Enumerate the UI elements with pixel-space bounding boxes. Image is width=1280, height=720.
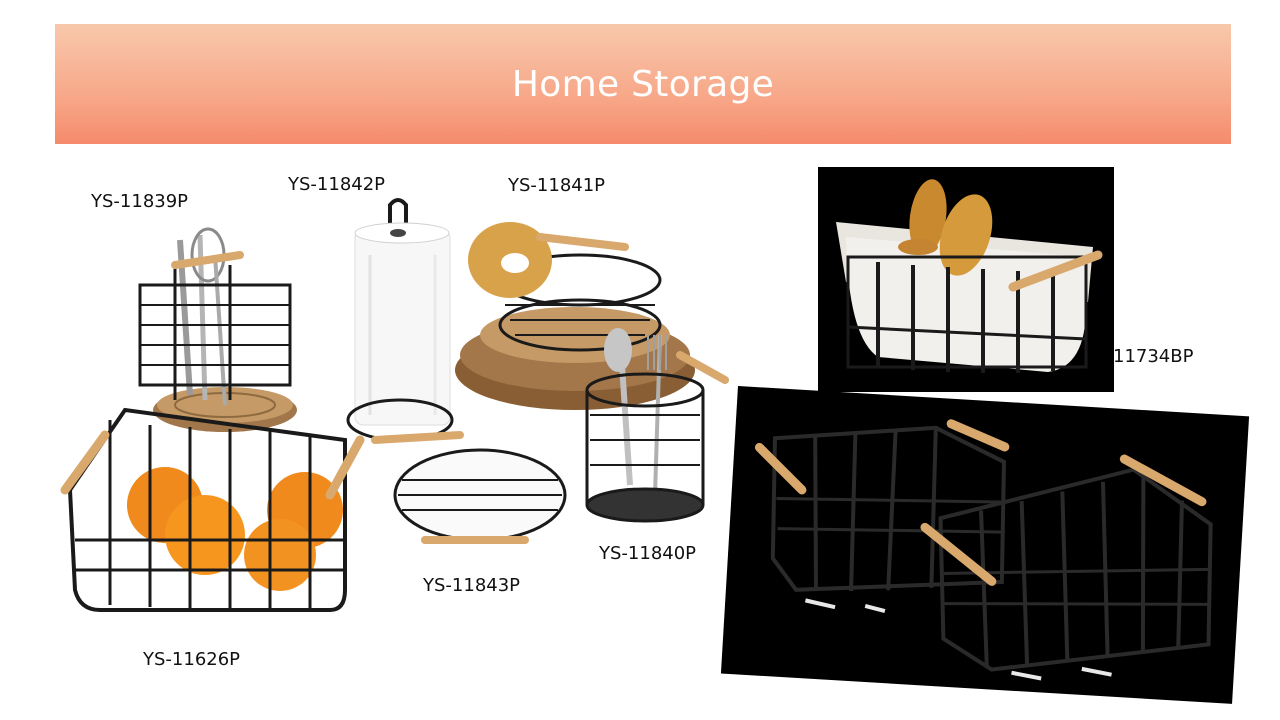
product-collage-image (60, 198, 729, 612)
label-ys-11839p: YS-11839P (91, 191, 189, 212)
cylinder-holder-image (585, 328, 729, 523)
wire-baskets-photo (720, 386, 1250, 704)
title-banner: Home Storage (55, 24, 1231, 144)
fruit-basket-image (60, 407, 365, 612)
wire-baskets-image (754, 419, 1213, 681)
label-ys-11840p: YS-11840P (599, 543, 697, 564)
label-ys-11843p: YS-11843P (423, 575, 521, 596)
utensil-caddy-image (138, 227, 297, 432)
slide-title: Home Storage (511, 63, 775, 105)
label-ys-11841p: YS-11841P (508, 175, 606, 196)
paper-towel-holder-image (346, 198, 464, 444)
label-ys-11842p: YS-11842P (288, 174, 386, 195)
bread-basket-photo (818, 167, 1114, 392)
round-trivet-image (393, 448, 567, 544)
bread-basket-image (836, 179, 1103, 373)
label-11734bp: 11734BP (1113, 346, 1194, 367)
label-ys-11626p: YS-11626P (143, 649, 241, 670)
